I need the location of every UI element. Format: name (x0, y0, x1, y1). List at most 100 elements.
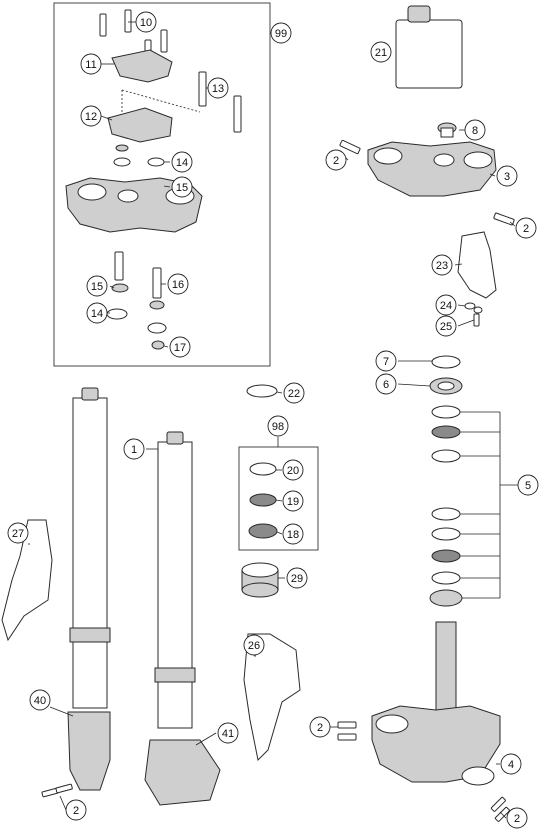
callout-c19: 19 (282, 490, 304, 512)
callout-number: 11 (85, 59, 96, 71)
callout-number: 12 (85, 111, 97, 123)
callout-c17: 17 (169, 336, 191, 358)
callout-c99: 99 (270, 22, 292, 44)
handlebar-clamp-11 (111, 49, 173, 83)
callout-number: 16 (172, 279, 184, 291)
callout-circle (496, 165, 518, 187)
handlebar-clamp-12 (107, 107, 173, 143)
callout-number: 21 (375, 47, 387, 59)
callout-number: 17 (174, 342, 186, 354)
fork-leg-left (67, 387, 111, 791)
callout-c27: 27 (7, 522, 29, 544)
callout-c6: 6 (375, 373, 397, 395)
callout-circle (171, 176, 193, 198)
callout-c24: 24 (435, 294, 457, 316)
callout-circle (282, 490, 304, 512)
callout-circle (309, 716, 331, 738)
callout-circle (86, 302, 108, 324)
callout-c15a: 15 (171, 176, 193, 198)
fork-leg-right (144, 431, 221, 806)
callout-c4: 4 (500, 753, 522, 775)
callout-c21: 21 (370, 41, 392, 63)
callout-circle (435, 294, 457, 316)
callout-circle (270, 22, 292, 44)
fork-guard-26 (243, 633, 301, 762)
callout-circle (464, 119, 486, 141)
callout-c29: 29 (286, 567, 308, 589)
bolt-2-upper (339, 139, 361, 155)
kit-lower-parts (106, 251, 167, 350)
callout-number: 4 (508, 759, 514, 771)
callout-circle (65, 799, 87, 821)
callout-c41: 41 (217, 722, 239, 744)
lower-triple-clamp-4 (371, 621, 501, 786)
callout-number: 27 (12, 528, 24, 540)
callout-c11: 11 (80, 53, 102, 75)
callout-c2c: 2 (309, 716, 331, 738)
callout-circle (135, 11, 157, 33)
callout-number: 20 (287, 465, 299, 477)
callout-c2a: 2 (325, 149, 347, 171)
leader-lines (28, 21, 516, 819)
callout-number: 3 (504, 171, 510, 183)
callout-circle (267, 415, 289, 437)
callout-number: 5 (525, 480, 531, 492)
callout-c26: 26 (243, 634, 265, 656)
callout-c10: 10 (135, 11, 157, 33)
kit-98-frame (238, 446, 319, 551)
callout-circle (370, 41, 392, 63)
callout-circle (243, 634, 265, 656)
bearing-stack-5 (429, 405, 463, 607)
callout-circle (517, 474, 539, 496)
callout-number: 2 (333, 155, 339, 167)
callout-number: 10 (140, 17, 152, 29)
callout-number: 23 (436, 260, 448, 272)
bracket-23 (457, 231, 497, 299)
callout-circle (7, 522, 29, 544)
callout-c7: 7 (375, 350, 397, 372)
callout-circle (171, 151, 193, 173)
callout-c13: 13 (207, 77, 229, 99)
callout-circle (506, 807, 528, 829)
callout-c1: 1 (123, 438, 145, 460)
bolt-2-right (493, 212, 515, 226)
callout-circle (431, 254, 453, 276)
callout-number: 2 (73, 805, 79, 817)
callout-c15b: 15 (86, 275, 108, 297)
callout-c5: 5 (517, 474, 539, 496)
bearings-20-19-18 (248, 462, 278, 539)
callout-c2d: 2 (65, 799, 87, 821)
fork-guard-27 (1, 519, 53, 642)
callout-circle (515, 217, 537, 239)
callout-c14b: 14 (86, 302, 108, 324)
callout-number: 6 (383, 379, 389, 391)
callout-circle (375, 373, 397, 395)
small-parts-24-25 (464, 302, 483, 327)
callout-c8: 8 (464, 119, 486, 141)
callout-circle (500, 753, 522, 775)
callout-number: 14 (91, 308, 103, 320)
callout-5-bracket (460, 411, 518, 599)
bearing-stack-7-6 (429, 355, 463, 395)
callout-circle (29, 689, 51, 711)
callout-circle (282, 523, 304, 545)
callout-circle (80, 53, 102, 75)
callout-circle (435, 315, 457, 337)
callout-c20: 20 (282, 459, 304, 481)
callout-circle (283, 382, 305, 404)
callout-number: 2 (523, 223, 529, 235)
callout-circle (207, 77, 229, 99)
callout-circle (86, 275, 108, 297)
callout-number: 26 (248, 640, 260, 652)
callout-c18: 18 (282, 523, 304, 545)
callout-number: 8 (472, 125, 478, 137)
callout-number: 40 (34, 695, 46, 707)
callout-number: 24 (440, 300, 452, 312)
callout-number: 18 (287, 529, 299, 541)
bolts-13 (198, 71, 242, 133)
screws-10 (99, 9, 168, 61)
callout-number: 25 (440, 321, 452, 333)
callout-number: 29 (291, 573, 303, 585)
callout-circle (282, 459, 304, 481)
